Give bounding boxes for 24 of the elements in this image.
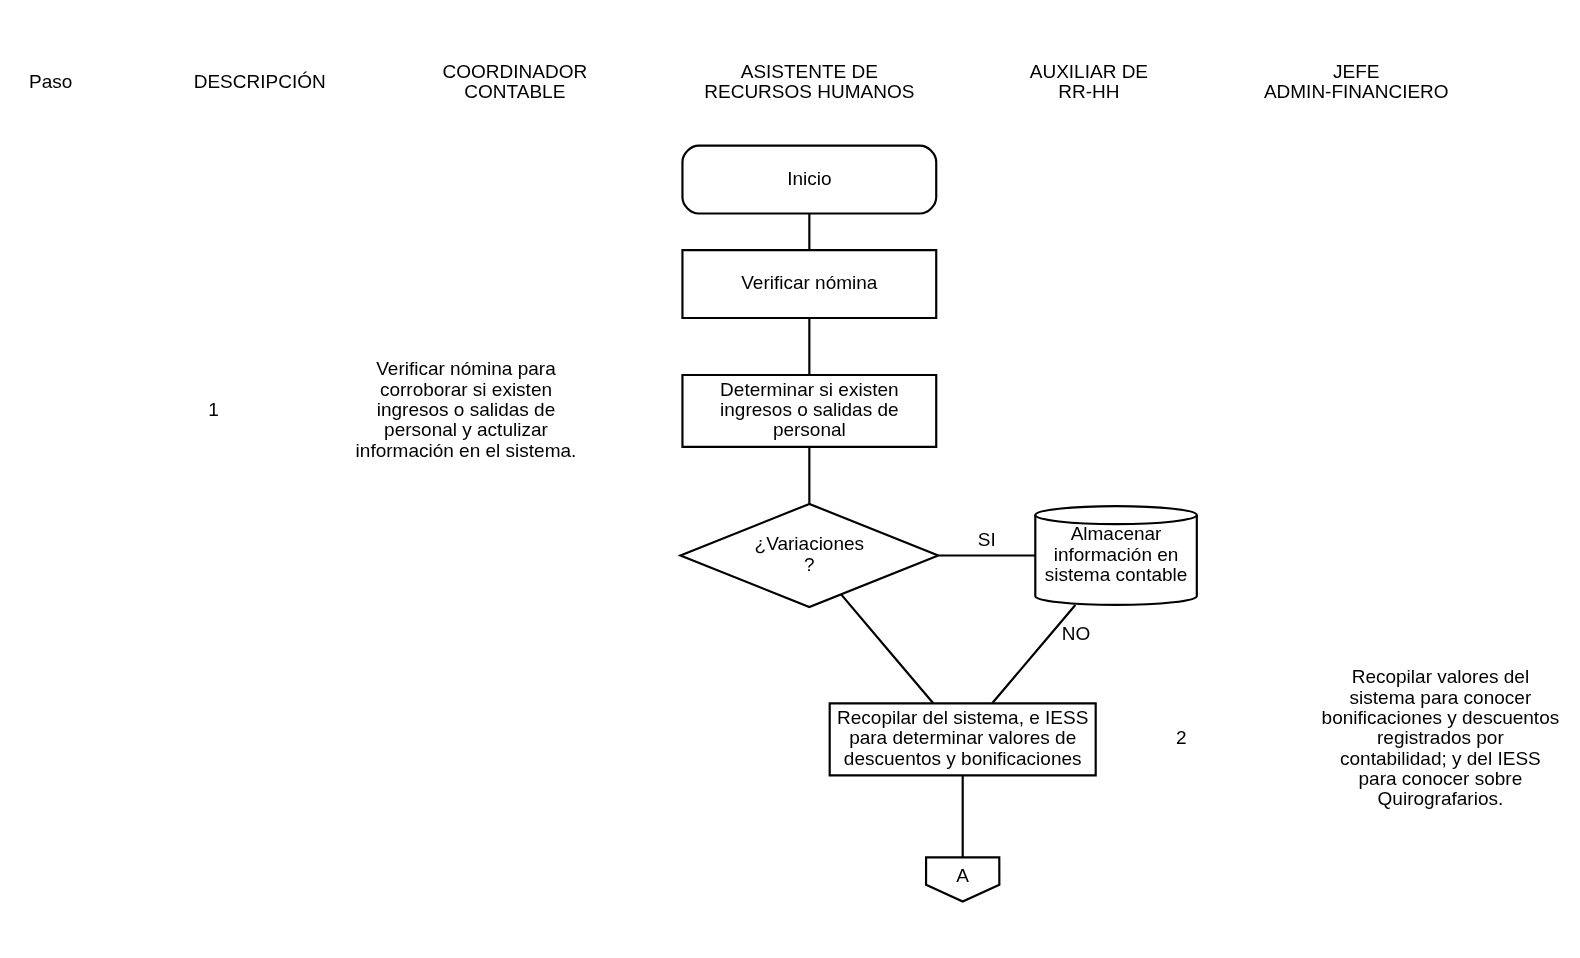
node-box: Determinar si existen ingresos o salidas de personal: [681, 373, 938, 448]
edge-label: NO: [1061, 622, 1091, 644]
label: ASISTENTE DE RECURSOS HUMANOS: [704, 60, 915, 102]
connector: [808, 213, 811, 250]
connector: [840, 593, 934, 704]
label: 1: [208, 398, 219, 420]
node-box: Recopilar del sistema, e IESS para determinar valores de descuentos y bonificaciones: [828, 701, 1097, 776]
label: JEFE ADMIN-FINANCIERO: [1263, 60, 1449, 102]
node-box: Verificar nómina: [681, 248, 938, 319]
label: Recopilar valores del sistema para conocer bonificaciones y descuentos registrados por contabilidad; y del IESS para conocer sobre Quirografarios.: [1321, 665, 1560, 809]
connector: [808, 446, 811, 504]
edge-label: SI: [977, 528, 996, 550]
label: COORDINADOR CONTABLE: [442, 60, 588, 102]
label: Paso: [29, 70, 73, 92]
label: Verificar nómina para corroborar si existen ingresos o salidas de personal y actulizar información en el sistema.: [355, 357, 577, 461]
node-diamond: ¿Variaciones ?: [677, 502, 942, 608]
connector: [808, 317, 811, 375]
label: 2: [1175, 726, 1187, 748]
label: AUXILIAR DE RR-HH: [1029, 60, 1149, 102]
connector: [961, 775, 964, 857]
node-box: Inicio: [681, 144, 938, 215]
connector: [938, 553, 1036, 557]
label: DESCRIPCIÓN: [193, 70, 326, 92]
connector: [991, 603, 1077, 704]
